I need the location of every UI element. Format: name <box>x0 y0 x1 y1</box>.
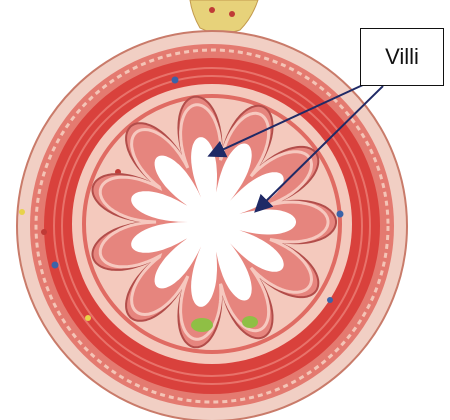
blood-vessel <box>337 211 344 218</box>
blood-vessel <box>172 77 179 84</box>
villi-label: Villi <box>385 44 419 70</box>
fat-droplet <box>19 209 25 215</box>
mesentery-vessel <box>209 7 215 13</box>
lymph-nodule <box>191 318 213 332</box>
blood-vessel <box>41 229 47 235</box>
lymph-nodule <box>242 316 258 328</box>
fat-droplet <box>85 315 91 321</box>
blood-vessel <box>52 262 59 269</box>
blood-vessel <box>327 297 333 303</box>
mesentery-vessel <box>229 11 235 17</box>
villi-callout-box: Villi <box>360 28 444 86</box>
